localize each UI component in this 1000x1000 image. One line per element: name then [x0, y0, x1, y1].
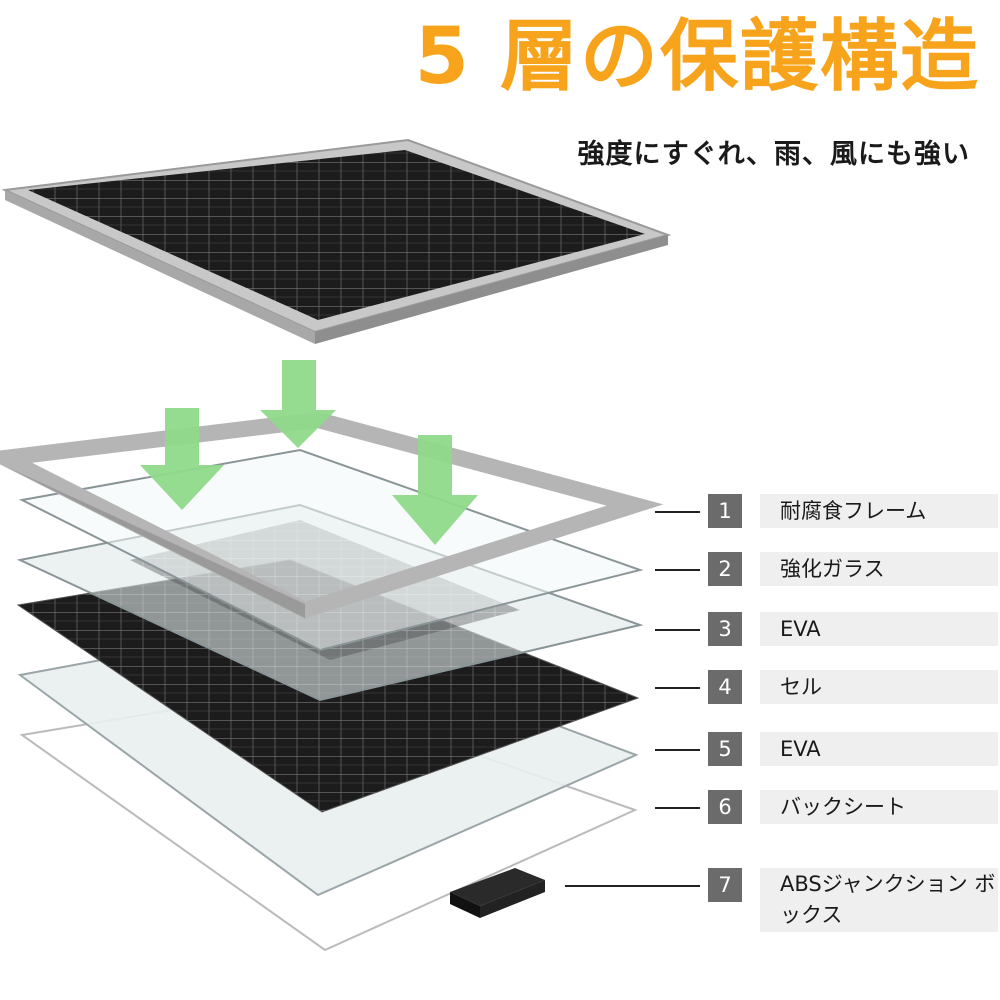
- leader-line: [565, 885, 700, 887]
- leader-line: [655, 629, 700, 631]
- layer-label: ABSジャンクション ボックス: [760, 868, 998, 932]
- layer-row-3: 3 EVA: [650, 612, 1000, 648]
- layer-row-4: 4 セル: [650, 670, 1000, 706]
- layer-label: セル: [760, 670, 998, 704]
- page-subtitle: 強度にすぐれ、雨、風にも強い: [577, 139, 970, 170]
- layer-row-1: 1 耐腐食フレーム: [650, 494, 1000, 530]
- layer-label: EVA: [760, 612, 998, 646]
- layer-frame: [0, 411, 664, 619]
- down-arrow-icon: [140, 408, 224, 510]
- page-title: 5 層の保護構造: [414, 12, 980, 102]
- layer-label: 耐腐食フレーム: [760, 494, 998, 528]
- solar-panel-icon: [1, 138, 672, 344]
- down-arrow-icon: [392, 435, 478, 545]
- layer-row-5: 5 EVA: [650, 732, 1000, 768]
- layer-number: 2: [708, 552, 742, 586]
- layer-number: 5: [708, 732, 742, 766]
- layer-row-7: 7 ABSジャンクション ボックス: [565, 868, 1000, 932]
- layer-number: 6: [708, 790, 742, 824]
- down-arrow-icon: [260, 360, 336, 448]
- leader-line: [655, 807, 700, 809]
- leader-line: [655, 749, 700, 751]
- layer-number: 7: [708, 868, 742, 902]
- junction-box-icon: [450, 868, 545, 918]
- leader-line: [655, 511, 700, 513]
- layer-number: 3: [708, 612, 742, 646]
- leader-line: [655, 569, 700, 571]
- layer-number: 4: [708, 670, 742, 704]
- layer-label: EVA: [760, 732, 998, 766]
- layer-label: 強化ガラス: [760, 552, 998, 586]
- layer-label: バックシート: [760, 790, 998, 824]
- leader-line: [655, 687, 700, 689]
- layer-number: 1: [708, 494, 742, 528]
- layer-row-2: 2 強化ガラス: [650, 552, 1000, 588]
- layer-row-6: 6 バックシート: [650, 790, 1000, 826]
